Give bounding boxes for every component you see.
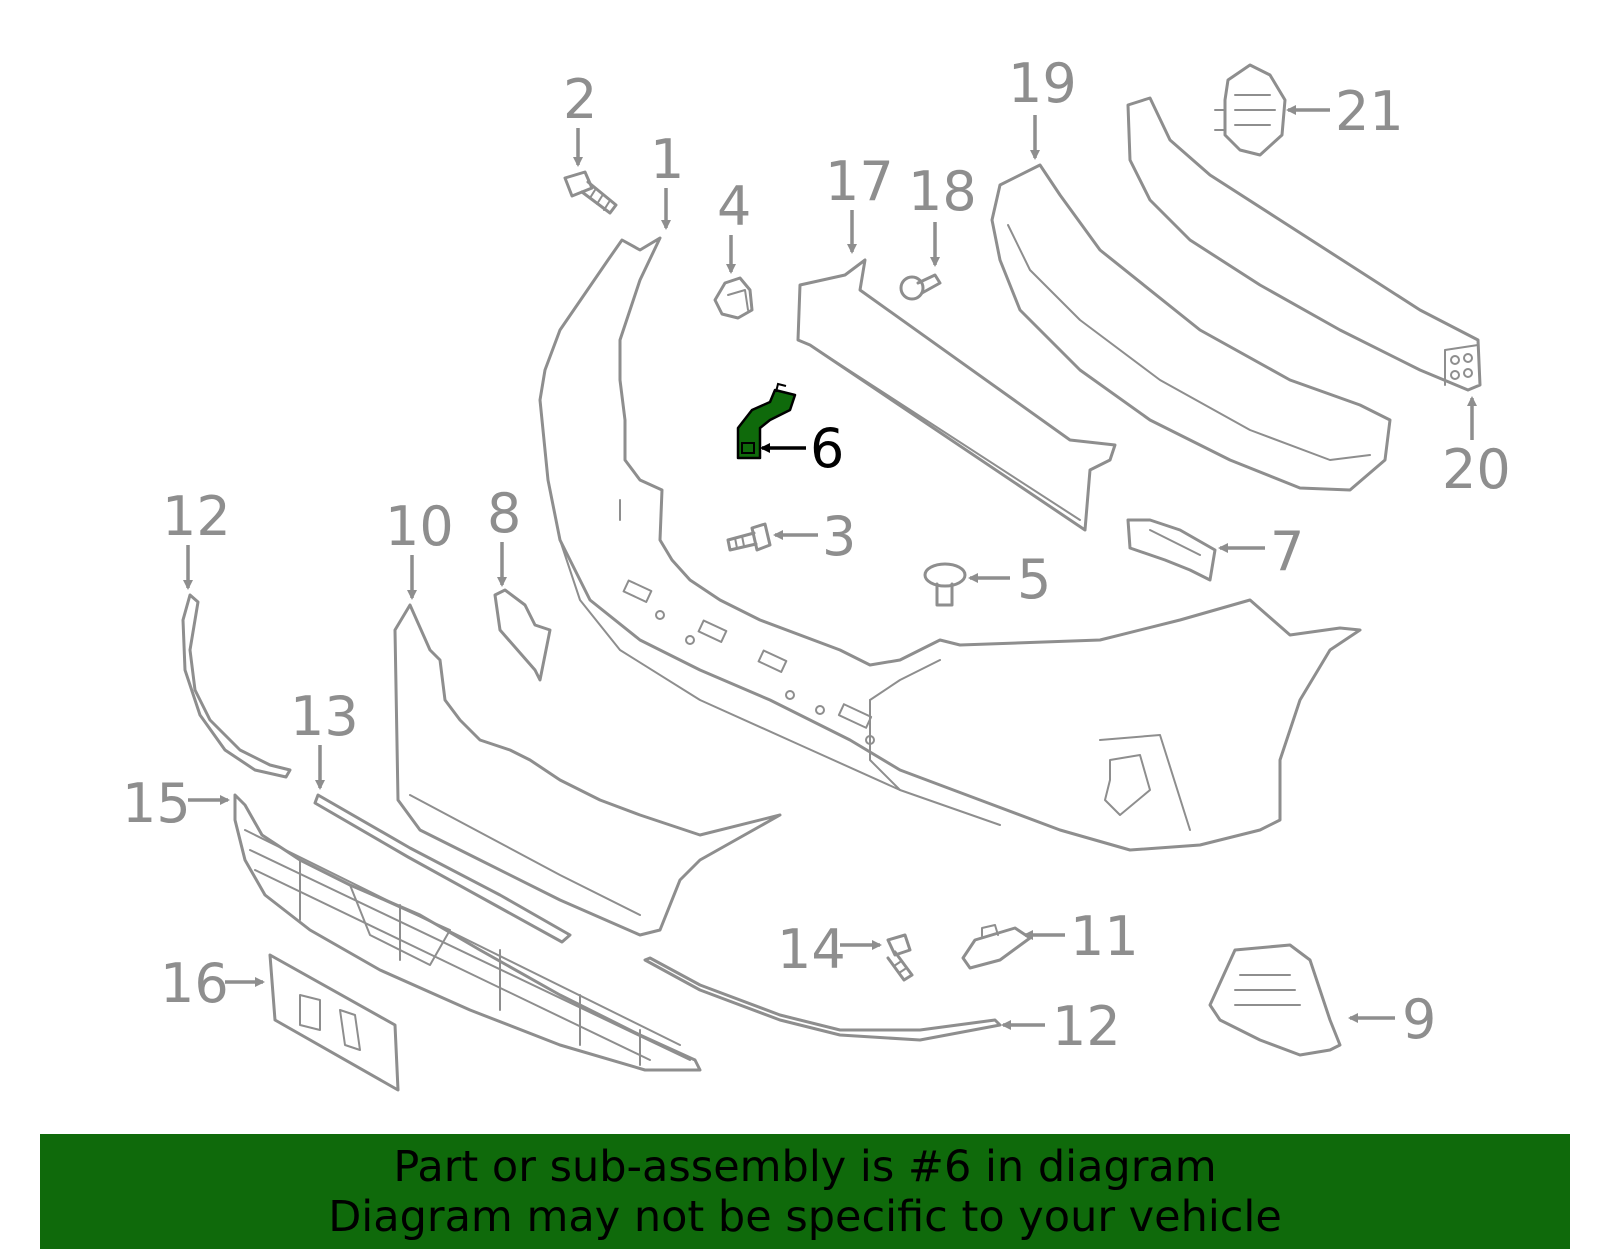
callout-18: 18 — [908, 160, 977, 267]
callout-4: 4 — [717, 175, 751, 274]
callout-8: 8 — [487, 482, 521, 587]
callout-label: 14 — [777, 918, 846, 981]
part-8-bracket — [493, 588, 552, 682]
part-7-bracket — [1126, 518, 1217, 582]
callout-label: 4 — [717, 175, 751, 238]
part-17-absorber — [796, 258, 1117, 532]
part-20-reinforcement — [1126, 96, 1482, 392]
callout-2: 2 — [563, 68, 597, 167]
callout-5: 5 — [968, 548, 1051, 611]
part-18-push-pin — [899, 273, 942, 301]
callout-label: 21 — [1335, 80, 1404, 143]
callout-label: 1 — [650, 128, 684, 191]
part-9-fog-bezel — [1208, 943, 1342, 1057]
callout-13: 13 — [290, 685, 359, 790]
part-10-lower-cover — [393, 603, 782, 937]
part-21-bracket — [1214, 63, 1287, 157]
part-5-push-pin — [923, 562, 967, 607]
part-19-energy-absorber — [990, 163, 1392, 492]
callout-7: 7 — [1218, 520, 1304, 583]
callout-label: 18 — [908, 160, 977, 223]
part-16-plate-bracket — [268, 953, 400, 1092]
part-14-bolt — [886, 933, 914, 982]
callout-label: 2 — [563, 68, 597, 131]
callout-label: 7 — [1270, 520, 1304, 583]
callout-11: 11 — [1023, 905, 1139, 968]
callout-20: 20 — [1442, 396, 1511, 501]
banner-line-1: Part or sub-assembly is #6 in diagram — [393, 1142, 1217, 1192]
part-13-strip — [313, 793, 572, 944]
callout-label: 12 — [162, 485, 231, 548]
callout-label: 11 — [1070, 905, 1139, 968]
callout-label: 6 — [810, 417, 844, 480]
callout-label: 13 — [290, 685, 359, 748]
callout-label: 19 — [1008, 52, 1077, 115]
callout-label: 20 — [1442, 438, 1511, 501]
callout-label: 3 — [822, 505, 856, 568]
callout-label: 10 — [385, 495, 454, 558]
info-banner: Part or sub-assembly is #6 in diagram Di… — [40, 1134, 1570, 1249]
part-3-bolt — [726, 522, 772, 552]
callout-6-highlighted: 6 — [760, 417, 844, 480]
part-15-grille — [233, 793, 702, 1072]
callout-3: 3 — [773, 505, 856, 568]
callout-label: 8 — [487, 482, 521, 545]
callout-1: 1 — [650, 128, 684, 230]
callout-label: 16 — [160, 952, 229, 1015]
callout-12-lower: 12 — [1001, 995, 1121, 1058]
part-6-bracket-highlighted — [736, 382, 797, 460]
callout-label: 9 — [1402, 988, 1436, 1051]
part-11-retainer — [961, 924, 1032, 970]
callout-15: 15 — [122, 772, 230, 835]
part-4-clip — [713, 276, 754, 320]
callout-21: 21 — [1286, 80, 1404, 143]
callout-label: 15 — [122, 772, 191, 835]
callout-14: 14 — [777, 918, 882, 981]
part-1-bumper-cover — [538, 236, 1362, 852]
callout-16: 16 — [160, 952, 265, 1015]
banner-line-2: Diagram may not be specific to your vehi… — [328, 1192, 1282, 1242]
callout-9: 9 — [1348, 988, 1436, 1051]
part-12-left-molding — [181, 593, 292, 779]
callout-17: 17 — [825, 150, 894, 254]
part-12-lower-molding — [643, 956, 1002, 1042]
callout-label: 17 — [825, 150, 894, 213]
callout-12-left: 12 — [162, 485, 231, 590]
part-2-bolt — [563, 170, 618, 215]
callout-10: 10 — [385, 495, 454, 600]
callout-label: 12 — [1052, 995, 1121, 1058]
callout-label: 5 — [1017, 548, 1051, 611]
callout-19: 19 — [1008, 52, 1077, 160]
